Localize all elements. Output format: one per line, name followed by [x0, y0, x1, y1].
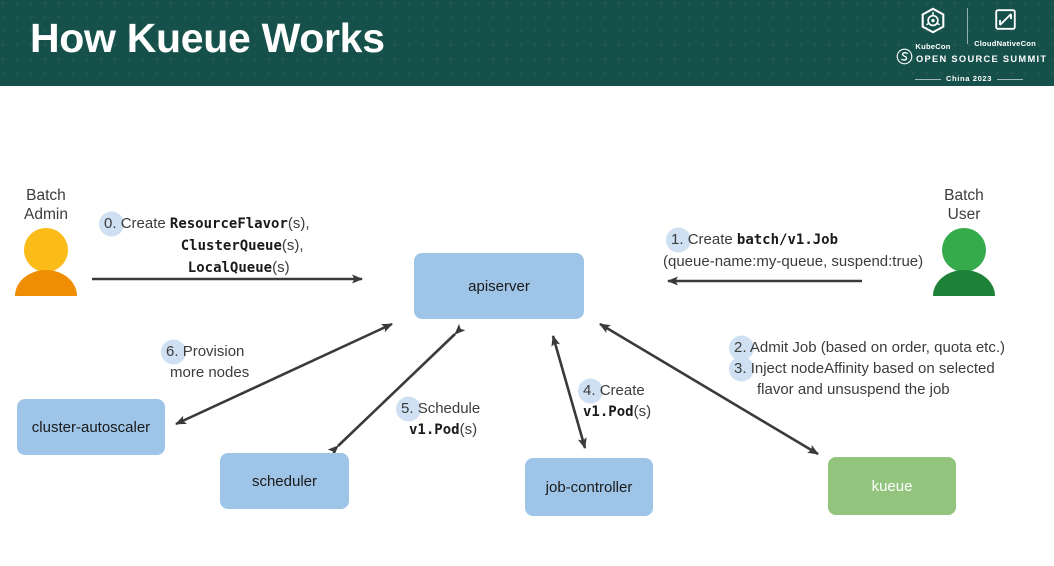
step-4-code-1: v1.Pod — [583, 404, 634, 420]
kubecon-label: KubeCon — [915, 42, 951, 51]
node-job-controller-label: job-controller — [545, 478, 633, 496]
step-3-line-2: flavor and unsuspend the job — [757, 381, 950, 398]
step-5-annotation: 5. Schedule v1.Pod(s) — [401, 398, 480, 441]
step-4-suffix-1: (s) — [633, 403, 652, 420]
step-1-text: Create — [687, 231, 733, 248]
step-6-line-1: Provision — [182, 343, 245, 360]
step-6-line-2: more nodes — [170, 364, 250, 381]
actor-batch-user: Batch User — [916, 186, 1012, 296]
node-kueue-label: kueue — [871, 477, 913, 495]
kubernetes-helm-icon — [918, 7, 948, 40]
step-5-text: Schedule — [417, 400, 481, 417]
actor-batch-user-label-line2: User — [947, 206, 981, 223]
step-3-number: 3. — [734, 360, 747, 377]
conference-logo-lockup: KubeCon CloudNativeCon — [896, 6, 1046, 83]
step-0-suffix-1: (s), — [287, 215, 310, 232]
step-6-number: 6. — [166, 343, 179, 360]
step-2-3-annotation: 2. Admit Job (based on order, quota etc.… — [734, 337, 1005, 400]
node-kueue[interactable]: kueue — [828, 457, 956, 515]
step-1-number: 1. — [671, 231, 684, 248]
step-0-number: 0. — [104, 215, 117, 232]
step-0-suffix-3: (s) — [272, 259, 290, 276]
logo-divider — [967, 8, 968, 44]
step-0-suffix-2: (s), — [281, 237, 304, 254]
batch-admin-person-icon — [0, 228, 94, 296]
step-1-annotation: 1. Create batch/v1.Job (queue-name:my-qu… — [663, 229, 923, 272]
node-cluster-autoscaler[interactable]: cluster-autoscaler — [17, 399, 165, 455]
step-5-code-1: v1.Pod — [409, 422, 460, 438]
arrow-apiserver-kueue — [599, 322, 819, 456]
edition-label: China 2023 — [914, 74, 1024, 83]
cncf-square-icon — [992, 9, 1019, 37]
step-4-number: 4. — [583, 382, 596, 399]
step-5-suffix-1: (s) — [459, 421, 478, 438]
cloudnativecon-label: CloudNativeCon — [974, 39, 1036, 48]
node-cluster-autoscaler-label: cluster-autoscaler — [31, 418, 151, 436]
node-scheduler-label: scheduler — [251, 472, 318, 490]
actor-batch-user-label-line1: Batch — [944, 187, 984, 204]
node-job-controller[interactable]: job-controller — [525, 458, 653, 516]
diagram-arrows — [92, 274, 862, 457]
step-2-number: 2. — [734, 339, 747, 356]
diagram-canvas: Batch Admin Batch User apiserver cluster… — [0, 86, 1054, 566]
node-apiserver[interactable]: apiserver — [414, 253, 584, 319]
step-3-line-1: Inject nodeAffinity based on selected — [750, 360, 995, 377]
step-0-code-2: ClusterQueue — [180, 238, 282, 254]
node-apiserver-label: apiserver — [468, 277, 530, 295]
step-5-number: 5. — [401, 400, 414, 417]
step-4-annotation: 4. Create v1.Pod(s) — [583, 380, 651, 423]
step-4-text: Create — [599, 382, 645, 399]
actor-batch-admin-label-line2: Admin — [24, 206, 68, 223]
arrow-apiserver-scheduler — [327, 323, 466, 457]
slide-header: How Kueue Works KubeCon — [0, 0, 1054, 86]
open-source-summit-label: OPEN SOURCE SUMMIT — [916, 54, 1048, 64]
step-2-text: Admit Job (based on order, quota etc.) — [749, 339, 1006, 356]
actor-batch-admin: Batch Admin — [0, 186, 94, 296]
page-title: How Kueue Works — [30, 15, 385, 61]
node-scheduler[interactable]: scheduler — [220, 453, 349, 509]
step-6-annotation: 6. Provision more nodes — [166, 341, 249, 383]
arrow-apiserver-job-controller — [551, 335, 587, 449]
step-0-annotation: 0. Create ResourceFlavor(s), ClusterQueu… — [104, 213, 310, 279]
step-1-detail: (queue-name:my-queue, suspend:true) — [663, 253, 924, 270]
step-1-code-1: batch/v1.Job — [736, 232, 839, 248]
step-0-code-1: ResourceFlavor — [169, 216, 288, 232]
open-source-summit-s-icon — [896, 48, 913, 70]
step-0-code-3: LocalQueue — [187, 260, 273, 276]
batch-user-person-icon — [916, 228, 1012, 296]
actor-batch-admin-label-line1: Batch — [26, 187, 66, 204]
step-0-text: Create — [120, 215, 166, 232]
